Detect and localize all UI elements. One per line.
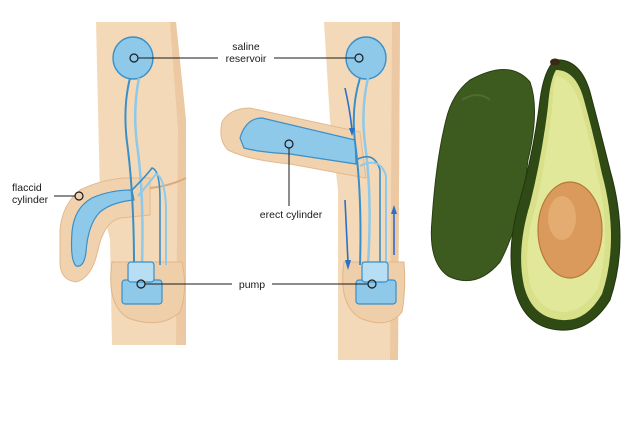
pump-label: pump [239, 279, 265, 291]
saline-reservoir-label-line2: reservoir [226, 53, 267, 65]
flaccid-cylinder-label-line1: flaccid [12, 182, 42, 194]
saline-reservoir-label-line1: saline [232, 41, 260, 53]
avocado-photo [430, 58, 621, 331]
erect-cylinder-label: erect cylinder [260, 209, 323, 221]
flaccid-cylinder-label-line2: cylinder [12, 194, 49, 206]
flaccid-state-illustration [59, 22, 187, 345]
erect-state-illustration [220, 22, 406, 360]
callouts: saline reservoir flaccid cylinder erect … [12, 41, 368, 291]
